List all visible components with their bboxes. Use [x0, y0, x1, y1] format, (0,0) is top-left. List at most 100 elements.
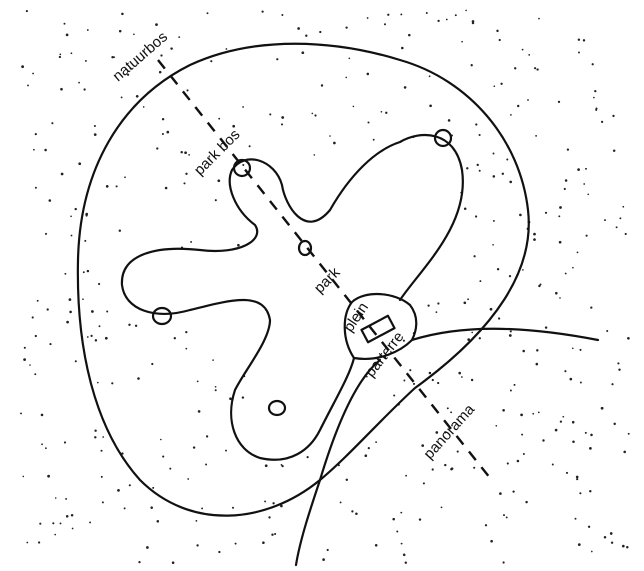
stipple-dot — [117, 489, 120, 492]
stipple-dot — [535, 134, 538, 137]
stipple-dot — [505, 516, 508, 519]
stipple-dot — [585, 167, 587, 170]
stipple-dot — [58, 55, 62, 59]
stipple-dot — [232, 124, 236, 128]
stipple-dot — [133, 33, 135, 36]
stipple-dot — [490, 539, 493, 543]
stipple-dot — [374, 544, 378, 547]
stipple-dot — [27, 84, 29, 87]
marker-circle-parkbos — [232, 158, 252, 178]
stipple-dot — [558, 215, 561, 218]
stipple-dot — [400, 542, 403, 545]
marker-circle-south — [267, 399, 287, 417]
stipple-dot — [400, 13, 403, 16]
road-edge-south — [294, 358, 382, 567]
stipple-dot — [242, 163, 245, 167]
stipple-dot — [431, 378, 434, 382]
stipple-dot — [454, 14, 457, 17]
stipple-dot — [180, 150, 183, 154]
stipple-dot — [461, 40, 463, 43]
stipple-dot — [33, 148, 35, 151]
stipple-dot — [155, 23, 158, 26]
marker-circle-center — [297, 239, 313, 257]
stipple-dot — [600, 406, 604, 410]
stipple-dot — [492, 175, 496, 178]
stipple-dot — [478, 169, 481, 172]
stipple-dot — [492, 219, 495, 222]
stipple-dot — [60, 172, 64, 176]
stipple-dot — [186, 89, 189, 92]
stipple-dot — [590, 306, 593, 309]
road-edge-north — [410, 327, 600, 342]
stipple-dot — [217, 179, 221, 183]
stipple-dot — [564, 179, 568, 182]
stipple-dot — [387, 13, 390, 16]
stipple-dot — [85, 212, 89, 216]
stipple-dot — [571, 420, 575, 424]
stipple-dot — [93, 133, 97, 136]
stipple-dot — [527, 99, 529, 101]
stipple-dot — [121, 12, 124, 16]
stipple-dot — [447, 119, 451, 122]
stipple-dot — [514, 67, 517, 70]
stipple-dot — [242, 106, 244, 108]
stipple-dot — [610, 541, 614, 544]
stipple-dot — [520, 413, 523, 417]
stipple-dot — [78, 162, 82, 166]
stipple-dot — [594, 89, 597, 93]
stipple-dot — [551, 463, 554, 466]
stipple-dot — [314, 114, 317, 117]
plaza-rectangle — [360, 314, 396, 344]
stipple-dot — [158, 70, 162, 74]
stipple-dot — [89, 521, 92, 524]
stipple-dot — [473, 255, 476, 258]
stipple-dot — [396, 530, 399, 533]
stipple-dot — [484, 524, 488, 527]
stipple-dot — [70, 234, 73, 237]
stipple-dot — [218, 117, 221, 120]
stipple-dot — [305, 34, 308, 37]
stipple-dot — [428, 371, 432, 375]
stipple-dot — [100, 475, 103, 478]
stipple-dot — [456, 450, 459, 453]
stipple-dot — [627, 336, 630, 340]
stipple-dot — [104, 336, 108, 340]
stipple-dot — [402, 553, 406, 557]
stipple-dot — [427, 304, 430, 307]
stipple-dot — [465, 9, 467, 12]
stipple-dot — [94, 339, 98, 342]
stipple-dot — [591, 63, 594, 66]
stipple-dot — [578, 51, 580, 54]
stipple-dot — [47, 474, 50, 478]
stipple-dot — [544, 211, 548, 214]
stipple-dot — [134, 324, 138, 327]
stipple-dot — [593, 96, 595, 99]
stipple-dot — [271, 533, 274, 536]
stipple-dot — [111, 382, 114, 385]
stipple-dot — [509, 180, 513, 184]
stipple-dot — [475, 215, 478, 218]
stipple-dot — [542, 439, 545, 442]
stipple-dot — [404, 561, 408, 564]
stipple-dot — [320, 84, 324, 87]
stipple-dot — [248, 145, 251, 148]
stipple-dot — [400, 511, 403, 514]
label-park: park — [311, 264, 344, 297]
stipple-dot — [84, 59, 87, 62]
stipple-dot — [74, 360, 77, 363]
stipple-dot — [82, 271, 85, 274]
stipple-dot — [210, 60, 213, 63]
stipple-dot — [274, 532, 277, 536]
stipple-dot — [609, 532, 613, 535]
stipple-dot — [264, 464, 268, 468]
stipple-dot — [555, 291, 558, 295]
stipple-dot — [428, 75, 431, 78]
stipple-dot — [322, 558, 325, 561]
stipple-dot — [590, 550, 593, 553]
stipple-dot — [44, 232, 48, 235]
stipple-dot — [70, 215, 72, 218]
stipple-dot — [352, 105, 355, 108]
stipple-dot — [60, 87, 63, 91]
stipple-dot — [120, 96, 123, 99]
